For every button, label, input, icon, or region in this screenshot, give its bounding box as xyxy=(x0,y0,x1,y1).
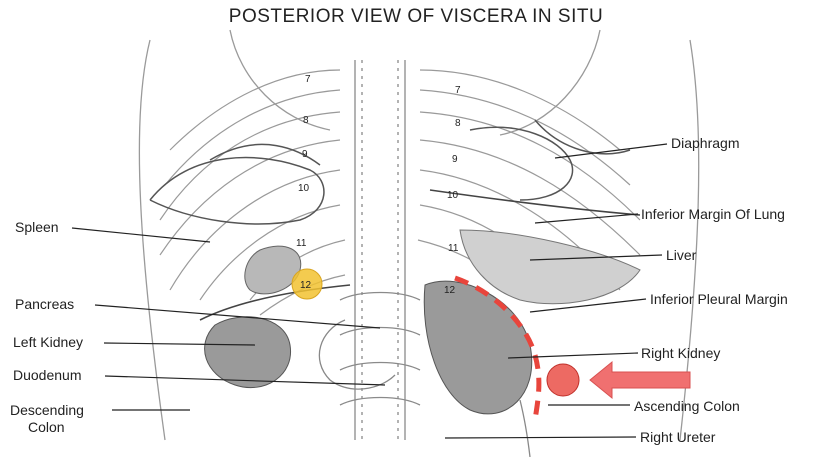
rib-number-right-9: 9 xyxy=(452,154,458,165)
label-spleen: Spleen xyxy=(15,219,59,235)
label-pancreas: Pancreas xyxy=(15,296,74,312)
rib-number-right-8: 8 xyxy=(455,118,461,129)
label-descending-colon-line2: Colon xyxy=(28,419,65,435)
label-left-kidney: Left Kidney xyxy=(13,334,83,350)
ureter-shape xyxy=(520,400,530,457)
label-right-kidney: Right Kidney xyxy=(641,345,720,361)
rib-number-left-8: 8 xyxy=(303,115,309,126)
label-diaphragm: Diaphragm xyxy=(671,135,739,151)
rib-number-right-10: 10 xyxy=(447,190,459,201)
rib-number-right-7: 7 xyxy=(455,85,461,96)
rib-number-left-7: 7 xyxy=(305,74,311,85)
rib-number-right-12: 12 xyxy=(444,285,456,296)
left-kidney-shape xyxy=(205,317,291,388)
label-liver: Liver xyxy=(666,247,696,263)
rib-number-left-9: 9 xyxy=(302,149,308,160)
red-arrow-icon xyxy=(590,362,690,398)
spine xyxy=(340,60,420,440)
label-ascending-colon: Ascending Colon xyxy=(634,398,740,414)
label-descending-colon-line1: Descending xyxy=(10,402,84,418)
label-inferior-pleural-margin: Inferior Pleural Margin xyxy=(650,291,788,307)
label-inferior-margin-lung: Inferior Margin Of Lung xyxy=(641,206,785,222)
rib-number-left-12: 12 xyxy=(300,280,312,291)
right-kidney-shape xyxy=(424,281,531,414)
red-marker-circle xyxy=(547,364,579,396)
duodenum-shape xyxy=(319,320,395,389)
rib-number-left-11: 11 xyxy=(296,238,307,249)
diaphragm-curves xyxy=(150,120,630,224)
rib-number-right-11: 11 xyxy=(448,243,459,254)
label-duodenum: Duodenum xyxy=(13,367,82,383)
label-right-ureter: Right Ureter xyxy=(640,429,715,445)
rib-number-left-10: 10 xyxy=(298,183,310,194)
